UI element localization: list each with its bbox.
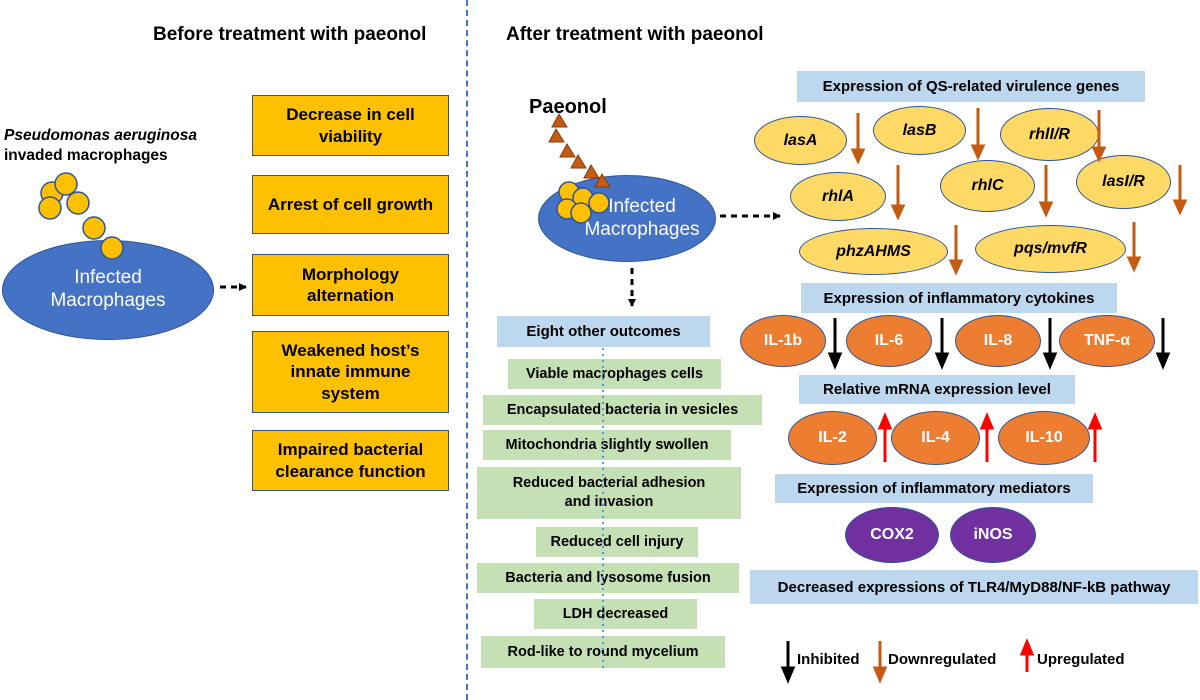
gene-rhlI-R: rhlI/R bbox=[1000, 108, 1099, 161]
paeonol-label: Paeonol bbox=[529, 96, 607, 118]
macrophage-label-line1: Infected bbox=[608, 195, 676, 217]
mediator-cox2: COX2 bbox=[845, 507, 939, 563]
other-outcomes-title: Eight other outcomes bbox=[497, 316, 710, 347]
other-outcome-3: Mitochondria slightly swollen bbox=[483, 430, 731, 460]
gene-lasB: lasB bbox=[873, 106, 966, 155]
cytokine-il-1b: IL-1b bbox=[740, 315, 826, 367]
outcome-box-5: Impaired bacterial clearance function bbox=[252, 430, 449, 491]
cytokine-il-8: IL-8 bbox=[955, 315, 1041, 367]
macrophage-label-line2: Macrophages bbox=[50, 290, 166, 311]
macrophage-label-line2: Macrophages bbox=[584, 218, 700, 240]
gene-pqs-mvfR: pqs/mvfR bbox=[975, 225, 1126, 273]
pathogen-caption-rest: invaded macrophages bbox=[4, 147, 168, 165]
cytokine-inhibited-arrows bbox=[827, 318, 1171, 370]
gene-rhlC: rhlC bbox=[940, 160, 1035, 212]
cytokines-title: Expression of inflammatory cytokines bbox=[801, 283, 1117, 313]
paeonol-triangles bbox=[548, 112, 611, 188]
outcome-box-3: Morphology alternation bbox=[252, 254, 449, 316]
mediators-title: Expression of inflammatory mediators bbox=[775, 474, 1093, 503]
gene-rhlA: rhlA bbox=[790, 172, 886, 221]
legend-inhibited-arrow bbox=[780, 641, 796, 684]
other-outcome-7: LDH decreased bbox=[534, 599, 697, 629]
other-outcome-2: Encapsulated bacteria in vesicles bbox=[483, 395, 762, 425]
legend-upregulated-arrow bbox=[1019, 638, 1035, 672]
outcome-box-2: Arrest of cell growth bbox=[252, 175, 449, 234]
qs-genes-title: Expression of QS-related virulence genes bbox=[797, 71, 1145, 102]
legend-downregulated-label: Downregulated bbox=[888, 651, 997, 668]
legend-inhibited-label: Inhibited bbox=[797, 651, 860, 668]
other-outcome-4: Reduced bacterial adhesion and invasion bbox=[477, 467, 741, 519]
outcome-box-4: Weakened host’s innate immune system bbox=[252, 331, 449, 413]
mrna-upregulated-arrows bbox=[877, 412, 1103, 462]
mrna-il-2: IL-2 bbox=[788, 411, 877, 465]
other-outcome-8: Rod-like to round mycelium bbox=[481, 636, 725, 668]
bacteria-cluster-right bbox=[556, 181, 610, 224]
other-outcome-6: Bacteria and lysosome fusion bbox=[477, 563, 739, 593]
before-treatment-heading: Before treatment with paeonol bbox=[153, 24, 427, 45]
other-outcome-5: Reduced cell injury bbox=[536, 527, 698, 557]
gene-phzAHMS: phzAHMS bbox=[799, 228, 948, 275]
mediator-inos: iNOS bbox=[950, 507, 1036, 563]
pathogen-caption: Pseudomonas aeruginosa invaded macrophag… bbox=[4, 126, 197, 166]
mrna-title: Relative mRNA expression level bbox=[799, 375, 1075, 404]
macrophage-label-line1: Infected bbox=[74, 267, 142, 289]
cytokine-il-6: IL-6 bbox=[846, 315, 932, 367]
gene-lasA: lasA bbox=[754, 116, 847, 165]
after-treatment-heading: After treatment with paeonol bbox=[506, 24, 764, 45]
cytokine-tnf-alpha: TNF-α bbox=[1059, 315, 1155, 367]
outcome-box-1: Decrease in cell viability bbox=[252, 95, 449, 156]
panel-divider bbox=[466, 0, 468, 700]
legend-downregulated-arrow bbox=[872, 641, 888, 684]
qs-downregulated-arrows bbox=[850, 108, 1188, 276]
other-outcome-1: Viable macrophages cells bbox=[508, 359, 721, 389]
pathogen-name: Pseudomonas aeruginosa bbox=[4, 127, 197, 144]
mrna-il-10: IL-10 bbox=[998, 411, 1090, 465]
pathway-box: Decreased expressions of TLR4/MyD88/NF-k… bbox=[750, 570, 1198, 604]
legend-upregulated-label: Upregulated bbox=[1037, 651, 1125, 668]
mrna-il-4: IL-4 bbox=[891, 411, 980, 465]
gene-lasI-R: lasI/R bbox=[1076, 155, 1171, 209]
bacteria-cluster-left bbox=[38, 172, 124, 260]
